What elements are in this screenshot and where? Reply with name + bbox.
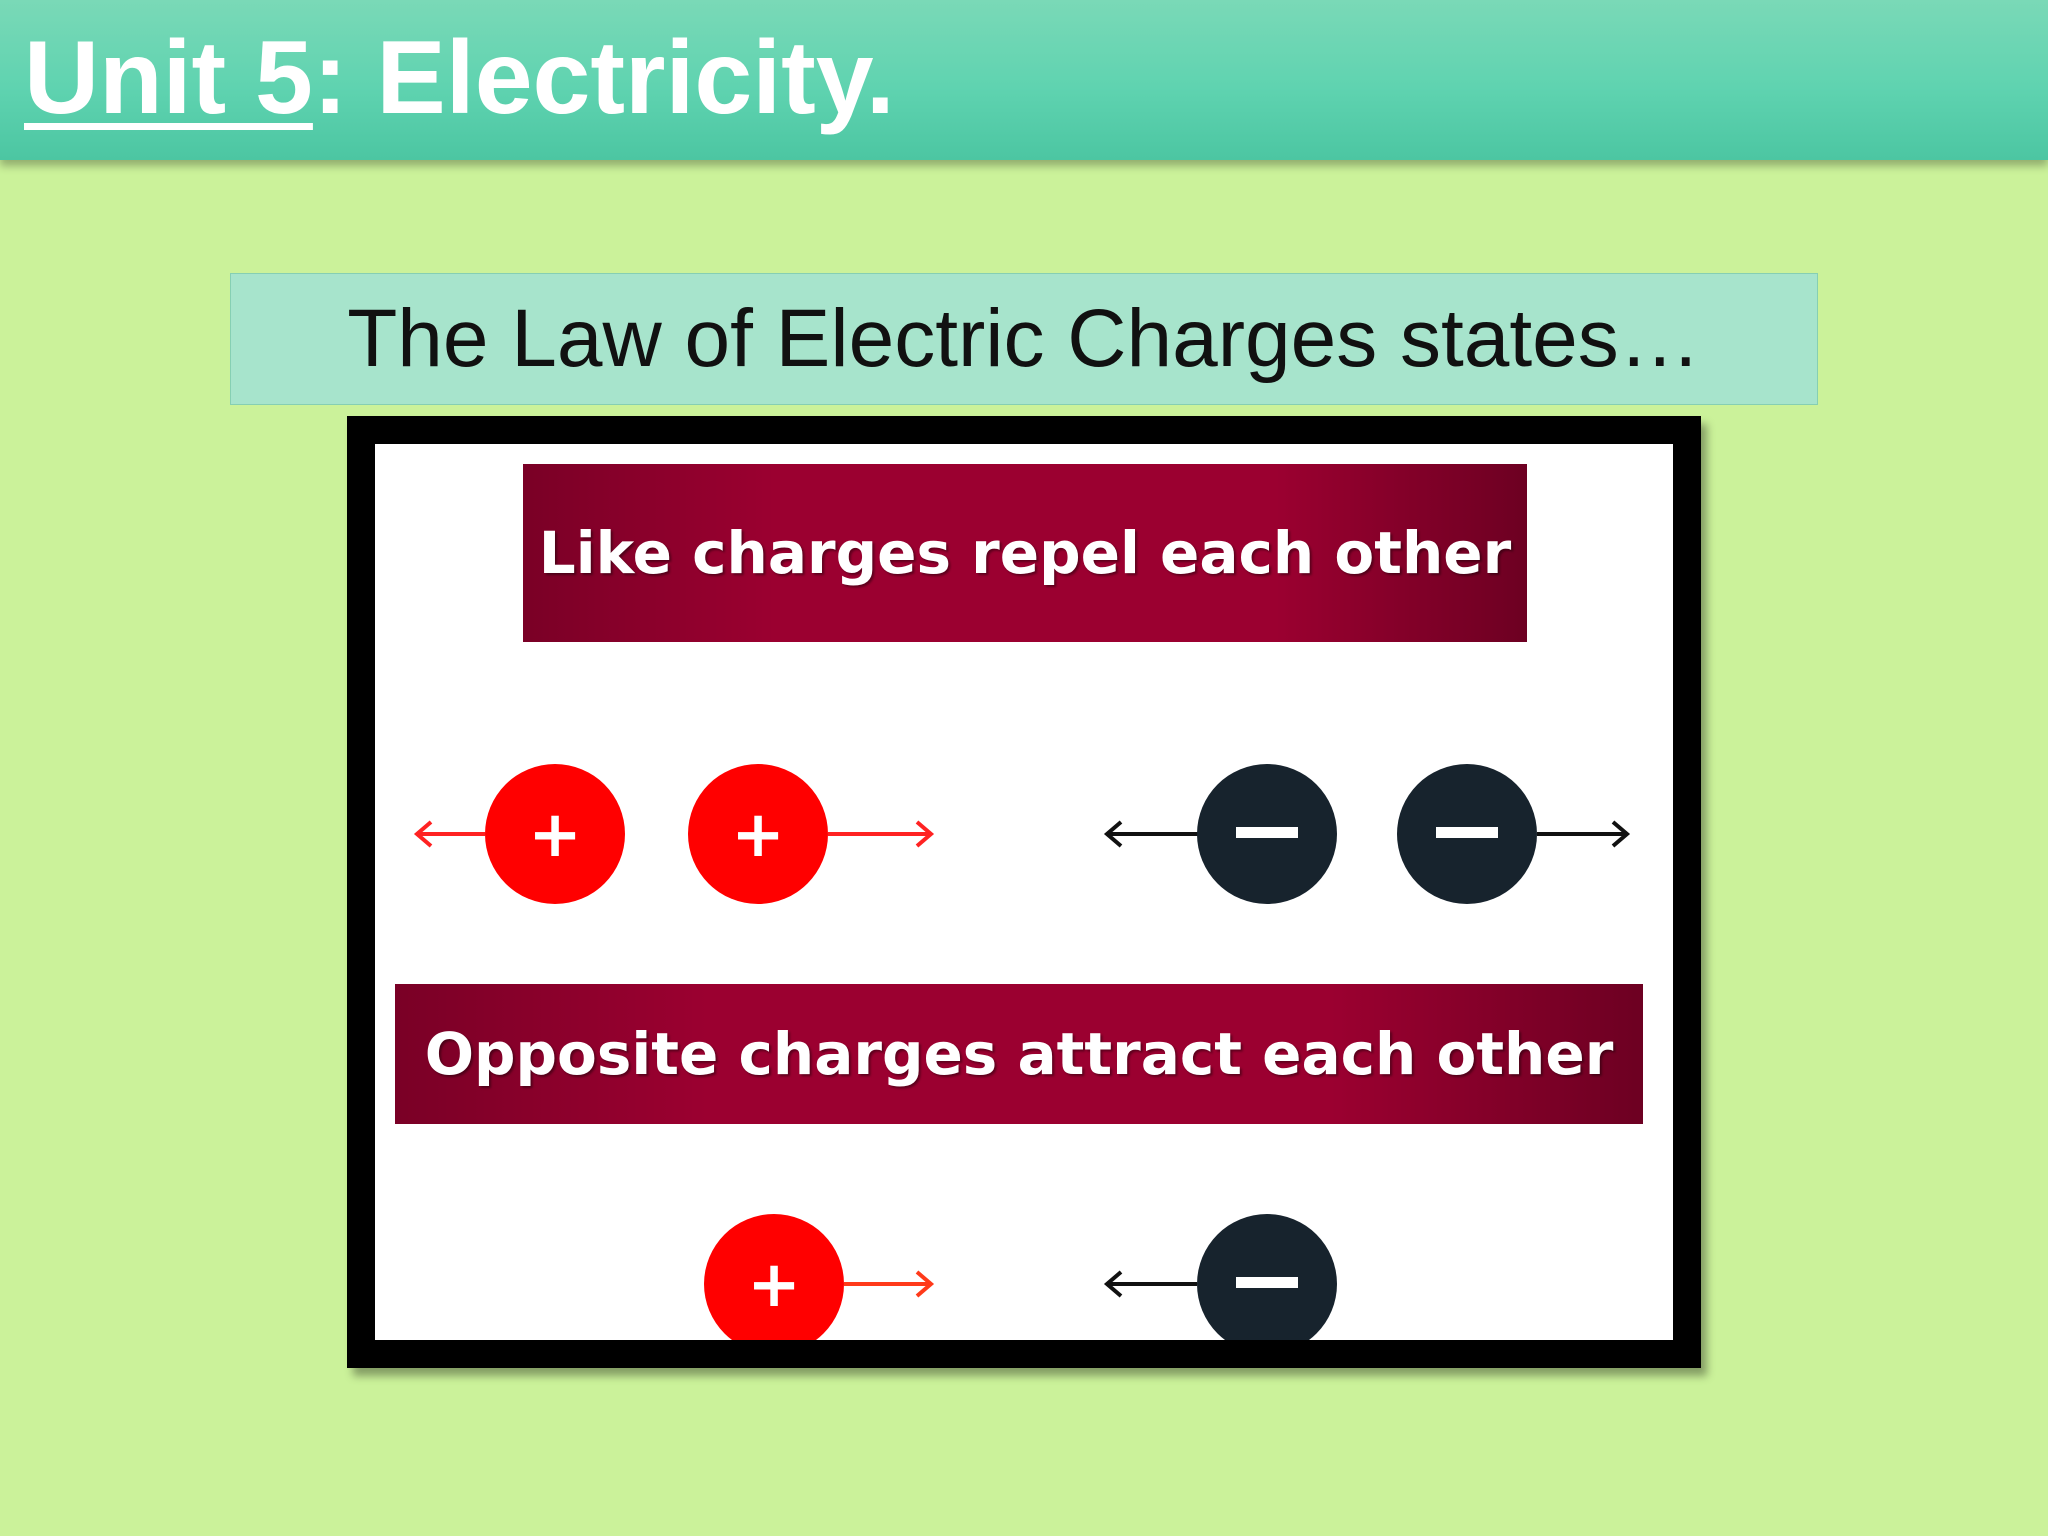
repel-arrow-left-black: [1103, 820, 1201, 848]
slide-title: Unit 5: Electricity.: [24, 18, 895, 138]
attract-arrow-right-red: [844, 1270, 935, 1298]
charges-diagram: + +: [413, 764, 1631, 1340]
slide-title-topic: : Electricity.: [312, 20, 895, 136]
repel-arrow-right-red: [828, 820, 935, 848]
repel-arrow-left-red: [413, 820, 485, 848]
repel-arrow-right-black: [1537, 820, 1631, 848]
subtitle: The Law of Electric Charges states…: [347, 293, 1701, 384]
attract-arrow-left-black: [1103, 1270, 1197, 1298]
negative-charge-3: [1197, 1214, 1337, 1340]
positive-charge-2: +: [688, 764, 828, 904]
positive-charge-1: +: [485, 764, 625, 904]
diagram-frame: Like charges repel each other Opposite c…: [347, 416, 1701, 1368]
negative-charge-2: [1397, 764, 1537, 904]
negative-charge-1: [1197, 764, 1337, 904]
slide-title-unit: Unit 5: [24, 20, 313, 136]
subtitle-box: The Law of Electric Charges states…: [230, 273, 1818, 405]
positive-sign: +: [731, 798, 785, 872]
positive-sign: +: [528, 798, 582, 872]
opposite-charges-banner: Opposite charges attract each other: [395, 984, 1643, 1124]
title-bar: Unit 5: Electricity.: [0, 0, 2048, 160]
positive-charge-3: +: [704, 1214, 844, 1340]
diagram-panel: Like charges repel each other Opposite c…: [375, 444, 1673, 1340]
positive-sign: +: [747, 1248, 801, 1322]
like-charges-banner: Like charges repel each other: [523, 464, 1527, 642]
